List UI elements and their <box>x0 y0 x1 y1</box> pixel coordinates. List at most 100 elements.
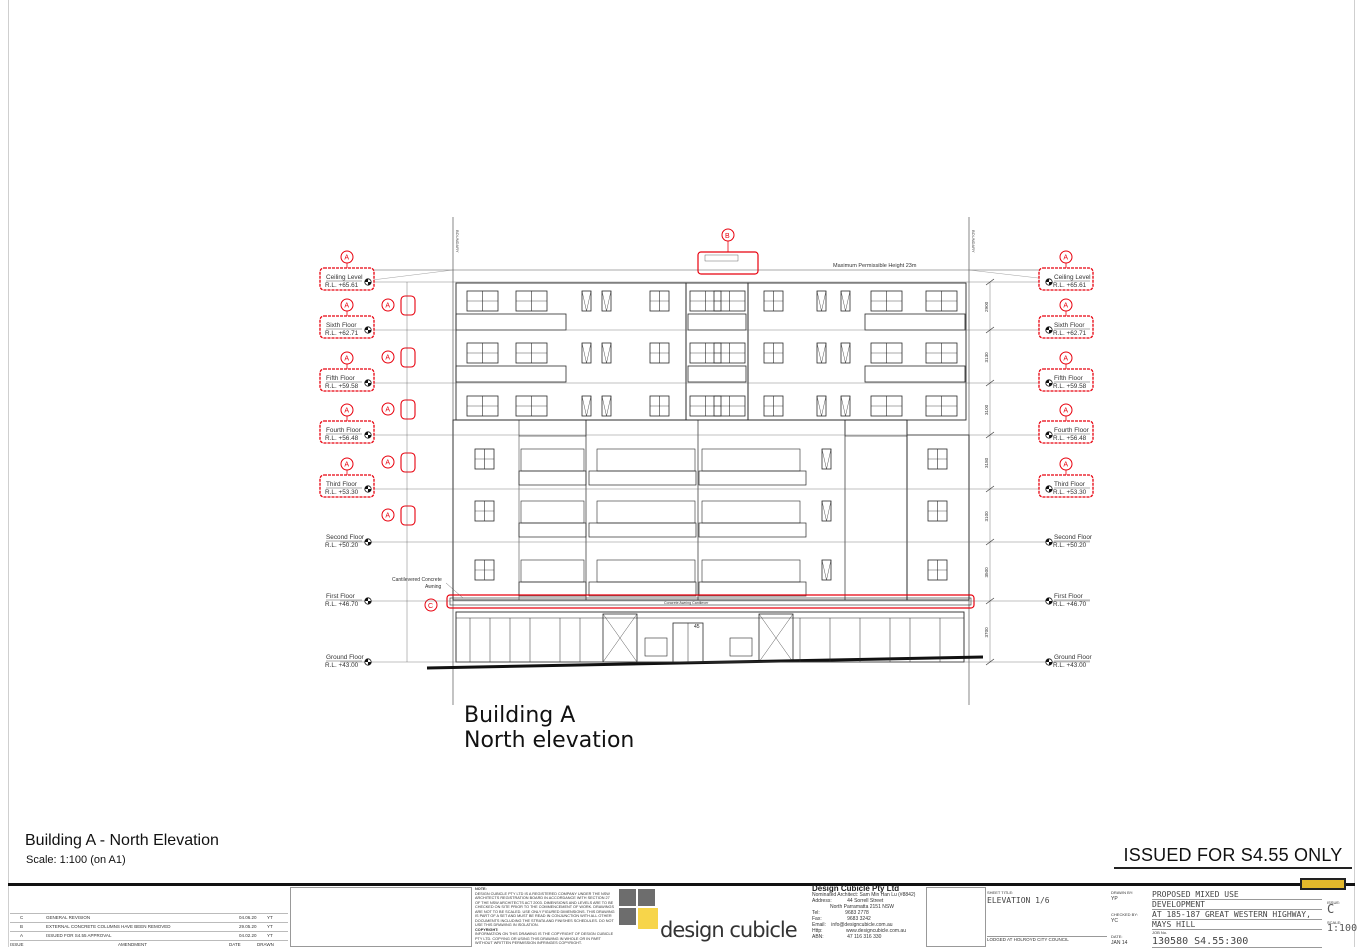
level-name: Fourth Floor <box>326 427 362 434</box>
boundary-label-left: BOUNDARY <box>455 230 460 253</box>
project-line: DEVELOPMENT <box>1152 900 1322 910</box>
rev-tag-a-label: A <box>1063 303 1068 310</box>
window <box>925 395 958 417</box>
firm-details: Design Cubicle Pty Ltd Nominated Archite… <box>812 885 924 941</box>
rev-tag-a-label: A <box>385 513 390 520</box>
rev-tag-a-label: A <box>344 462 349 469</box>
level-name: Ground Floor <box>1054 654 1093 661</box>
datum-symbol-fill <box>1045 278 1053 286</box>
caption-line-2: North elevation <box>464 728 635 753</box>
rev-tag-a-label: A <box>385 460 390 467</box>
datum-symbol-fill <box>1045 538 1053 546</box>
datum-symbol-fill <box>364 597 372 605</box>
dimension-value: 3130 <box>984 352 989 363</box>
datum-symbol-fill <box>364 538 372 546</box>
level-name: Third Floor <box>1054 481 1086 488</box>
dimension-tick <box>985 485 995 493</box>
rev-tag-a-label: A <box>344 303 349 310</box>
balcony <box>455 313 567 331</box>
dimension-tick <box>985 431 995 439</box>
window <box>581 342 592 364</box>
window <box>581 290 592 312</box>
stamp-box <box>290 887 472 947</box>
dimension-value: 3500 <box>984 567 989 578</box>
drawing-sheet <box>8 0 1355 947</box>
logo-square-icon <box>638 889 655 906</box>
balcony <box>518 522 587 538</box>
window <box>474 500 495 522</box>
balcony <box>588 581 697 597</box>
dimension-value: 3700 <box>984 627 989 638</box>
balcony <box>518 581 587 597</box>
level-rl: R.L. +56.48 <box>1053 435 1087 442</box>
datum-symbol-fill <box>1045 431 1053 439</box>
level-rl: R.L. +50.20 <box>1053 542 1087 549</box>
balcony <box>698 522 807 538</box>
datum-symbol-fill <box>1045 326 1053 334</box>
window <box>870 342 903 364</box>
level-rl: R.L. +65.61 <box>325 282 359 289</box>
sheet-title: Building A - North Elevation <box>25 832 219 849</box>
title-accent-shape <box>1300 878 1346 890</box>
rev-tag-a <box>381 455 395 469</box>
datum-symbol-fill <box>1045 379 1053 387</box>
window <box>515 395 548 417</box>
window <box>515 290 548 312</box>
window <box>701 500 801 524</box>
window <box>840 342 851 364</box>
window <box>763 395 784 417</box>
level-name: Fifth Floor <box>1054 375 1084 382</box>
scale-value: 1:100 <box>1327 923 1358 934</box>
window <box>601 290 612 312</box>
balcony <box>698 581 807 597</box>
balcony <box>687 313 747 331</box>
window <box>925 342 958 364</box>
window <box>713 290 746 312</box>
dimension-tick <box>985 597 995 605</box>
rev-tag-a-label: A <box>344 408 349 415</box>
window <box>925 290 958 312</box>
window <box>763 290 784 312</box>
level-name: Second Floor <box>1054 534 1093 541</box>
datum-symbol-fill <box>1045 597 1053 605</box>
drawing-caption: Building A North elevation <box>464 703 634 753</box>
dimension-tick <box>985 658 995 666</box>
dimension-cloud <box>400 452 416 473</box>
project-line: AT 185-187 GREAT WESTERN HIGHWAY, <box>1152 910 1322 920</box>
datum-symbol-fill <box>364 485 372 493</box>
window <box>816 395 827 417</box>
balcony <box>864 313 966 331</box>
rev-tag-a <box>381 350 395 364</box>
caption-line-1: Building A <box>464 703 576 728</box>
window <box>520 448 585 472</box>
rev-tag-a-label: A <box>1063 408 1068 415</box>
window <box>466 395 499 417</box>
svg-text:B: B <box>725 233 730 240</box>
balcony <box>687 365 747 383</box>
revision-table: C GENERAL REVISION 04.06.20 YT B EXTERNA… <box>10 887 288 949</box>
logo-square-icon <box>638 908 658 929</box>
window <box>927 448 948 470</box>
level-rl: R.L. +56.48 <box>325 435 359 442</box>
window <box>840 395 851 417</box>
revision-header-row: ISSUE AMENDMENT DATE DRAWN <box>10 940 288 949</box>
rev-tag-a <box>381 298 395 312</box>
level-rl: R.L. +62.71 <box>1053 330 1087 337</box>
window <box>870 290 903 312</box>
sheet-title-block: SHEET TITLE: ELEVATION 1/6 LODGED AT HOL… <box>987 890 1107 943</box>
window <box>816 342 827 364</box>
window <box>520 559 585 583</box>
drawn-checked-block: DRAWN BY: YP CHECKED BY: YC DATE: JAN 14 <box>1111 890 1138 946</box>
rev-tag-a-label: A <box>385 303 390 310</box>
issue-scale-block: ISSUE: C SCALE: 1:100 <box>1300 878 1358 934</box>
balcony <box>698 470 807 486</box>
address-number: 45 <box>694 624 700 630</box>
dimension-value: 3100 <box>984 511 989 522</box>
dimension-cloud <box>400 347 416 368</box>
level-name: Second Floor <box>326 534 365 541</box>
rev-tag-b: B <box>697 228 759 275</box>
project-block: PROPOSED MIXED USE DEVELOPMENT AT 185-18… <box>1152 890 1322 948</box>
rev-tag-a <box>381 508 395 522</box>
council: LODGED AT HOLROYD CITY COUNCIL <box>987 936 1107 943</box>
